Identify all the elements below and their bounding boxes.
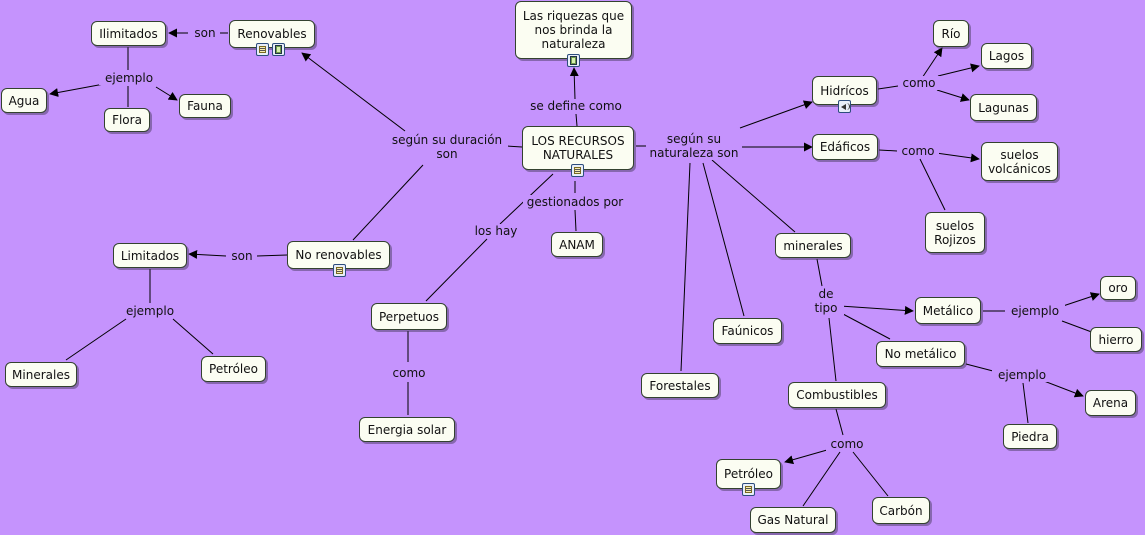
node-forestales-label: Forestales bbox=[649, 378, 711, 393]
node-petroleo-left[interactable]: Petróleo bbox=[201, 356, 266, 382]
node-fauna-label: Fauna bbox=[187, 99, 223, 113]
node-rio[interactable]: Río bbox=[933, 20, 969, 47]
node-rio-label: Río bbox=[941, 26, 961, 41]
link-label-son: son bbox=[190, 26, 220, 40]
node-petroleo-left-label: Petróleo bbox=[209, 362, 258, 376]
link-label-ejemplo: ejemplo bbox=[992, 368, 1052, 382]
node-forestales[interactable]: Forestales bbox=[641, 373, 719, 398]
node-no-metalico-label: No metálico bbox=[884, 347, 957, 361]
node-edaficos[interactable]: Edáficos bbox=[812, 134, 878, 160]
film-icon[interactable] bbox=[272, 43, 285, 56]
node-edaficos-label: Edáficos bbox=[819, 140, 871, 154]
node-oro[interactable]: oro bbox=[1100, 276, 1136, 300]
link-label-se-define-como: se define como bbox=[526, 99, 626, 113]
node-anam-label: ANAM bbox=[559, 237, 595, 252]
doc-icon[interactable] bbox=[333, 264, 346, 277]
node-arena-label: Arena bbox=[1092, 396, 1129, 410]
node-perpetuos-label: Perpetuos bbox=[378, 309, 440, 324]
link-label-los-hay: los hay bbox=[469, 224, 523, 238]
sound-icon[interactable] bbox=[838, 100, 851, 113]
node-ilimitados[interactable]: Ilimitados bbox=[91, 21, 166, 46]
node-renovables-label: Renovables bbox=[237, 27, 307, 41]
node-petroleo-right-label: Petróleo bbox=[724, 467, 773, 481]
node-minerales-right[interactable]: minerales bbox=[775, 233, 851, 258]
node-no-metalico[interactable]: No metálico bbox=[876, 341, 965, 367]
film-icon[interactable] bbox=[567, 54, 580, 67]
node-metalico-label: Metálico bbox=[922, 303, 974, 318]
node-arena[interactable]: Arena bbox=[1085, 390, 1136, 416]
node-minerales-left-label: Minerales bbox=[12, 367, 70, 382]
node-riquezas[interactable]: Las riquezas que nos brinda la naturalez… bbox=[515, 1, 632, 59]
node-faunicos-label: Faúnicos bbox=[721, 324, 774, 338]
node-suelos-rojizos[interactable]: suelos Rojizos bbox=[925, 212, 985, 253]
node-suelos-volcanicos-label: suelos volcánicos bbox=[988, 147, 1051, 176]
node-agua-label: Agua bbox=[8, 93, 40, 108]
node-faunicos[interactable]: Faúnicos bbox=[713, 318, 782, 344]
node-recursos-naturales[interactable]: LOS RECURSOS NATURALES bbox=[522, 126, 634, 170]
node-energia-solar-label: Energia solar bbox=[367, 422, 447, 437]
link-label-ejemplo: ejemplo bbox=[99, 71, 159, 85]
node-oro-label: oro bbox=[1108, 281, 1128, 295]
node-flora-label: Flora bbox=[112, 113, 142, 127]
node-hidricos-label: Hidrícos bbox=[820, 83, 869, 98]
node-lagos[interactable]: Lagos bbox=[981, 43, 1032, 69]
node-energia-solar[interactable]: Energia solar bbox=[359, 417, 455, 442]
node-agua[interactable]: Agua bbox=[1, 88, 47, 113]
node-carbon-label: Carbón bbox=[879, 503, 923, 518]
doc-icon[interactable] bbox=[571, 164, 584, 177]
link-label-como: como bbox=[897, 144, 939, 158]
node-gas-natural[interactable]: Gas Natural bbox=[750, 507, 836, 533]
node-ilimitados-label: Ilimitados bbox=[99, 26, 158, 41]
doc-icon[interactable] bbox=[256, 43, 269, 56]
node-hierro[interactable]: hierro bbox=[1090, 327, 1142, 352]
node-carbon[interactable]: Carbón bbox=[872, 497, 930, 524]
doc-icon[interactable] bbox=[742, 483, 755, 496]
node-combustibles-label: Combustibles bbox=[796, 388, 878, 402]
link-label-como: como bbox=[387, 366, 431, 380]
link-label-segun-naturaleza: según su naturaleza son bbox=[646, 132, 742, 160]
link-label-ejemplo: ejemplo bbox=[120, 304, 180, 318]
link-label-ejemplo: ejemplo bbox=[1005, 304, 1065, 318]
node-riquezas-label: Las riquezas que nos brinda la naturalez… bbox=[522, 9, 625, 51]
node-anam[interactable]: ANAM bbox=[551, 232, 603, 257]
node-hierro-label: hierro bbox=[1098, 332, 1134, 347]
node-lagunas-label: Lagunas bbox=[978, 100, 1029, 115]
node-lagunas[interactable]: Lagunas bbox=[970, 94, 1037, 121]
node-no-renovables-label: No renovables bbox=[295, 248, 382, 262]
node-gas-natural-label: Gas Natural bbox=[757, 513, 829, 527]
node-limitados-label: Limitados bbox=[120, 248, 180, 263]
node-combustibles[interactable]: Combustibles bbox=[788, 382, 886, 408]
node-flora[interactable]: Flora bbox=[104, 108, 150, 132]
node-suelos-volcanicos[interactable]: suelos volcánicos bbox=[981, 142, 1058, 181]
node-piedra[interactable]: Piedra bbox=[1003, 424, 1057, 449]
node-fauna[interactable]: Fauna bbox=[179, 94, 231, 118]
node-minerales-right-label: minerales bbox=[783, 238, 843, 253]
link-label-segun-duracion: según su duración son bbox=[386, 133, 508, 161]
node-recursos-label: LOS RECURSOS NATURALES bbox=[531, 134, 625, 162]
link-label-de-tipo: de tipo bbox=[808, 287, 844, 315]
link-label-como: como bbox=[826, 437, 868, 451]
node-suelos-rojizos-label: suelos Rojizos bbox=[934, 218, 976, 247]
node-metalico[interactable]: Metálico bbox=[915, 297, 981, 324]
link-label-son: son bbox=[227, 249, 257, 263]
node-perpetuos[interactable]: Perpetuos bbox=[371, 303, 447, 330]
node-limitados[interactable]: Limitados bbox=[113, 243, 187, 268]
node-minerales-left[interactable]: Minerales bbox=[5, 362, 77, 387]
link-label-gestionados-por: gestionados por bbox=[523, 195, 627, 209]
node-piedra-label: Piedra bbox=[1011, 429, 1049, 444]
node-lagos-label: Lagos bbox=[988, 49, 1025, 63]
link-label-como: como bbox=[898, 76, 940, 90]
